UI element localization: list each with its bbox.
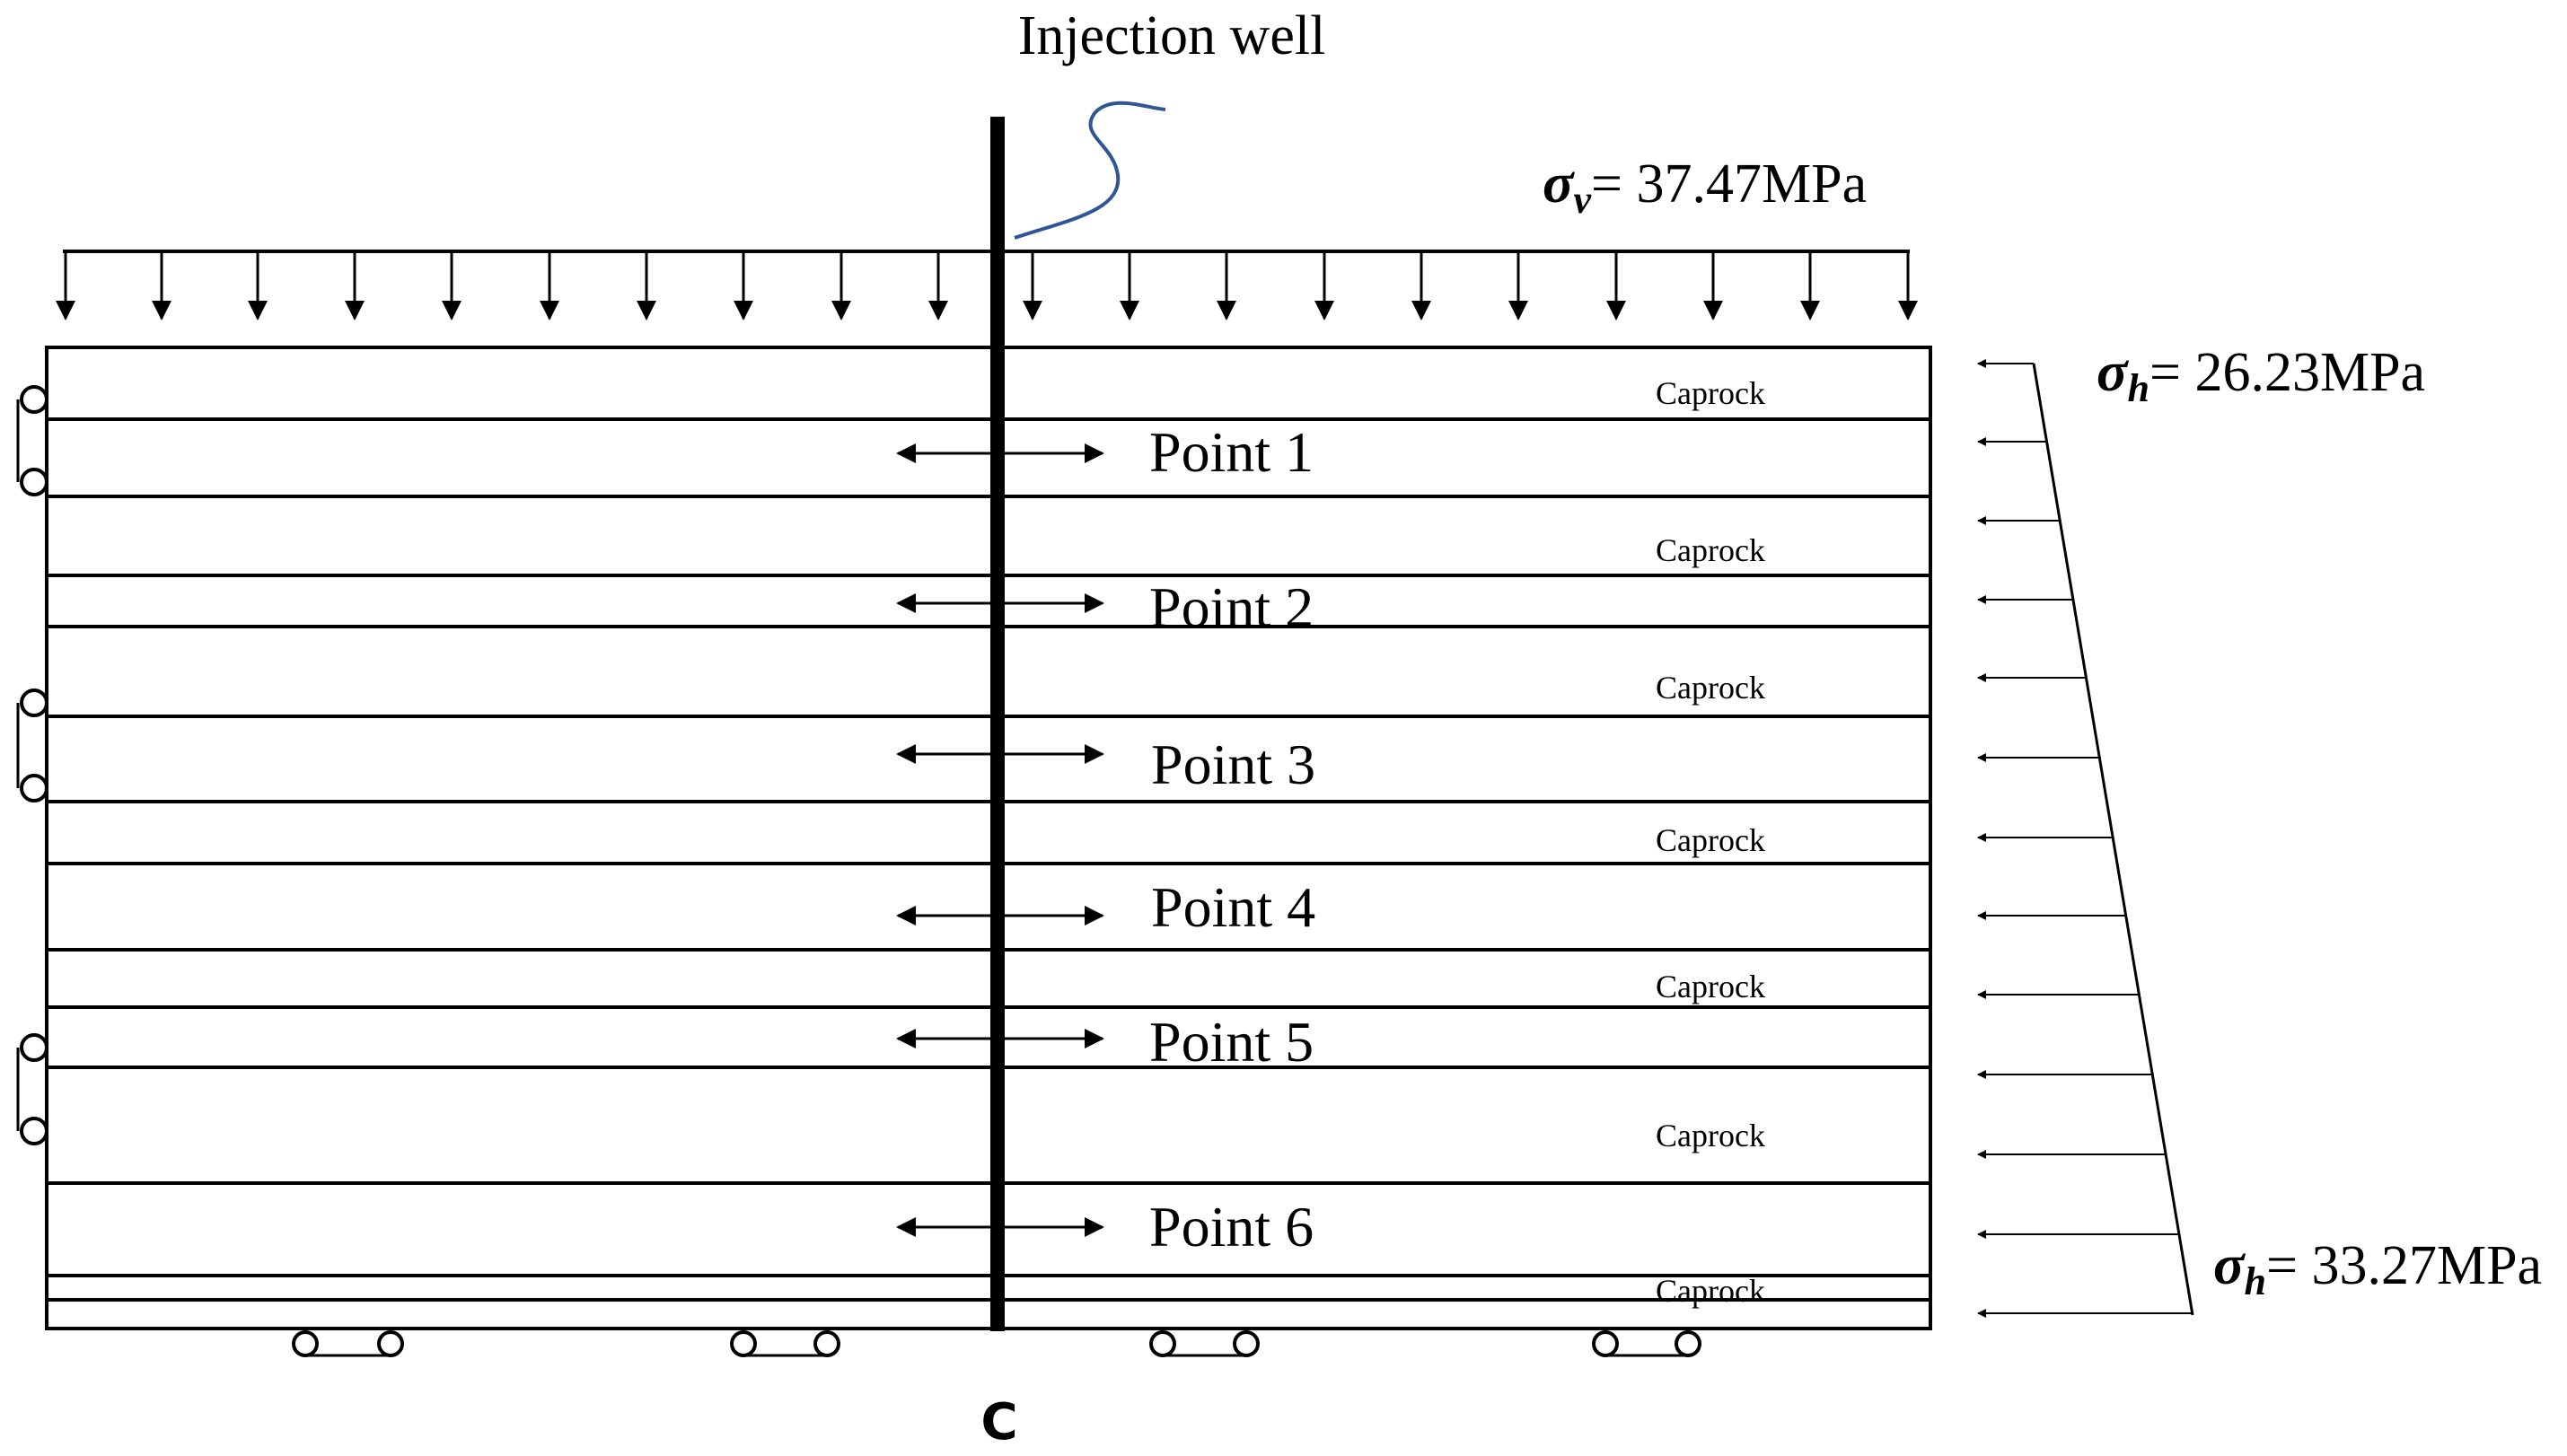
point-label-6: Point 6 xyxy=(1149,1195,1314,1259)
horizontal-stress-envelope xyxy=(2032,363,2194,1316)
caprock-label-2: Caprock xyxy=(1656,532,1765,568)
model-boundary xyxy=(45,346,1932,1330)
sigma-v-value: = 37.47MPa xyxy=(1591,153,1867,215)
bottom-roller-4 xyxy=(813,1330,840,1357)
point-labels: Point 1 Point 2 Point 3 Point 4 Point 5 … xyxy=(1149,420,1315,1259)
left-roller-4 xyxy=(20,774,48,803)
bottom-roller-2 xyxy=(377,1330,404,1357)
sigma-h-bottom-value: = 33.27MPa xyxy=(2266,1235,2542,1296)
vertical-load-arrows xyxy=(56,251,1918,320)
sigma-h-bottom-label: σh= 33.27MPa xyxy=(2213,1232,2542,1303)
left-roller-6 xyxy=(20,1117,48,1145)
sigma-h-bottom-symbol: σ xyxy=(2213,1232,2246,1296)
left-roller-3 xyxy=(20,689,48,717)
sigma-v-label: σv= 37.47MPa xyxy=(1543,151,1867,222)
left-roller-1 xyxy=(20,385,48,414)
sigma-v-symbol: σ xyxy=(1543,151,1575,215)
injection-well-title: Injection well xyxy=(1018,5,1326,66)
caprock-labels: Caprock Caprock Caprock Caprock Caprock … xyxy=(1656,375,1765,1309)
injection-well-pointer xyxy=(1014,101,1166,240)
vertical-load xyxy=(56,250,1918,320)
caprock-label-3: Caprock xyxy=(1656,670,1765,706)
sigma-h-bottom-subscript: h xyxy=(2245,1259,2266,1303)
point-label-5: Point 5 xyxy=(1149,1010,1314,1074)
bottom-roller-6 xyxy=(1233,1330,1260,1357)
sigma-h-top-subscript: h xyxy=(2128,366,2149,410)
left-roller-2 xyxy=(20,468,48,496)
point-label-3: Point 3 xyxy=(1151,732,1315,796)
point-label-1: Point 1 xyxy=(1149,420,1314,484)
bottom-roller-5 xyxy=(1149,1330,1176,1357)
sigma-h-top-value: = 26.23MPa xyxy=(2149,342,2425,403)
left-roller-5 xyxy=(20,1033,48,1062)
bottom-roller-8 xyxy=(1675,1330,1701,1357)
monitoring-point-arrows xyxy=(896,443,1104,1237)
horizontal-stress-distribution xyxy=(1977,359,2194,1318)
left-roller-supports xyxy=(16,385,48,1145)
caprock-label-6: Caprock xyxy=(1656,1118,1765,1153)
bottom-c-label: C xyxy=(980,1393,1017,1452)
caprock-label-5: Caprock xyxy=(1656,969,1765,1004)
horizontal-stress-arrows xyxy=(1977,359,2193,1318)
sigma-h-top-label: σh= 26.23MPa xyxy=(2097,339,2425,410)
sigma-v-subscript: v xyxy=(1574,178,1592,222)
caprock-label-4: Caprock xyxy=(1656,822,1765,858)
caprock-label-7: Caprock xyxy=(1656,1273,1765,1309)
bottom-roller-supports xyxy=(292,1330,1701,1357)
bottom-roller-3 xyxy=(730,1330,757,1357)
caprock-label-1: Caprock xyxy=(1656,375,1765,411)
bottom-roller-7 xyxy=(1592,1330,1619,1357)
sigma-h-top-symbol: σ xyxy=(2097,339,2129,403)
point-label-2: Point 2 xyxy=(1149,575,1314,639)
point-label-4: Point 4 xyxy=(1151,875,1315,939)
bottom-roller-1 xyxy=(292,1330,319,1357)
layer-boundaries xyxy=(47,417,1930,1302)
